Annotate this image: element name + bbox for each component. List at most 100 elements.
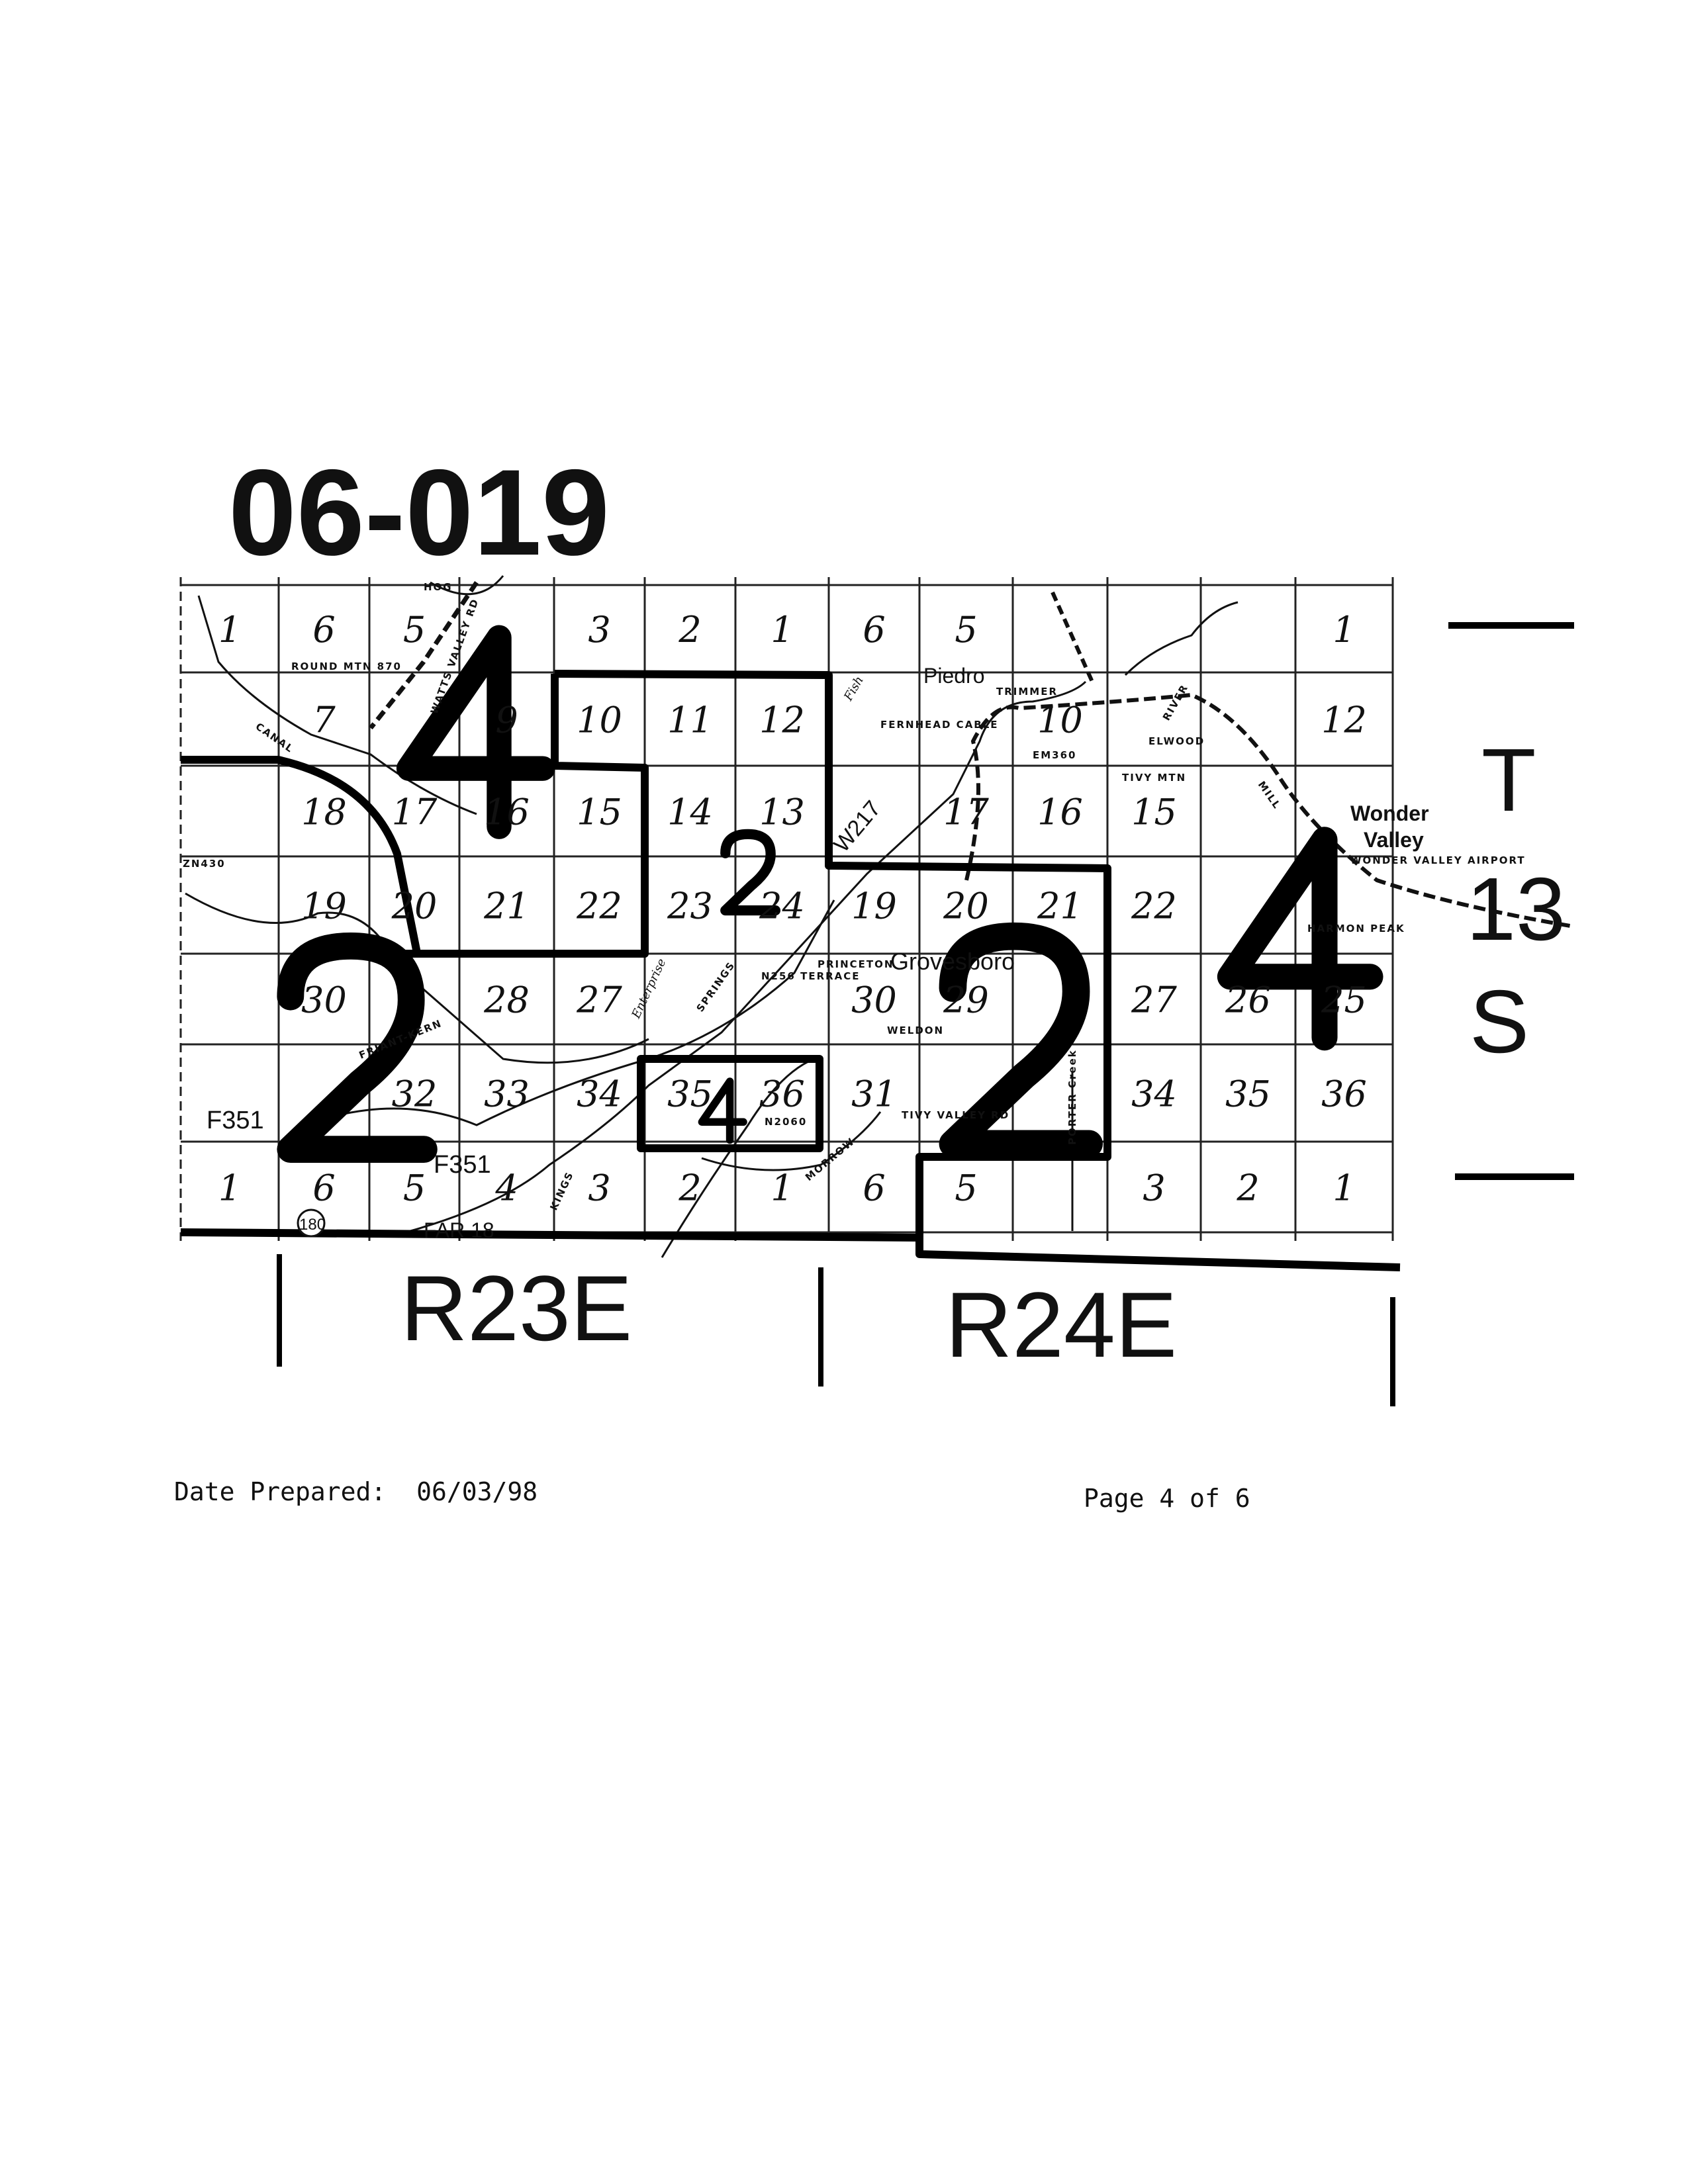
section-number: 1 — [1333, 609, 1355, 651]
section-number: 10 — [1037, 700, 1083, 741]
section-number: 30 — [301, 979, 347, 1021]
label-enterprise: Enterprise — [629, 956, 669, 1021]
section-number: 36 — [759, 1073, 805, 1115]
section-number: 9 — [495, 700, 518, 741]
section-number: 11 — [667, 700, 713, 741]
township-letter: T — [1481, 730, 1536, 830]
label-porter-creek: PORTER Creek — [1066, 1049, 1078, 1145]
label-mill: MILL — [1256, 779, 1284, 811]
label-tivy-mtn: TIVY MTN — [1122, 772, 1186, 784]
section-number: 21 — [1037, 886, 1083, 927]
label-piedro: Piedro — [923, 664, 985, 688]
section-number: 23 — [667, 886, 713, 927]
label-princeton: PRINCETON — [818, 958, 894, 970]
section-number: 25 — [1321, 979, 1367, 1021]
section-number: 1 — [771, 609, 793, 651]
section-number: 12 — [1321, 700, 1367, 741]
label-round-mtn: ROUND MTN 870 — [291, 660, 402, 672]
label-elwood: ELWOOD — [1148, 735, 1205, 747]
section-number: 17 — [943, 792, 989, 833]
section-number: 22 — [576, 886, 622, 927]
label-tivy-valley-rd: TIVY VALLEY RD — [902, 1109, 1009, 1121]
range-markers: R23E R24E — [277, 1254, 1395, 1406]
section-number: 5 — [955, 609, 977, 651]
section-number: 5 — [403, 609, 426, 651]
label-wonder: Wonder — [1350, 801, 1429, 825]
section-number: 29 — [943, 979, 989, 1021]
label-route-180: 180 — [299, 1216, 326, 1234]
section-number: 4 — [494, 1167, 518, 1209]
date-prepared-value: 06/03/98 — [416, 1477, 538, 1506]
section-number: 1 — [771, 1167, 793, 1209]
label-far-18: FAR 18 — [424, 1218, 494, 1242]
document-id: 06-019 — [228, 445, 610, 581]
section-number: 1 — [1333, 1167, 1355, 1209]
section-number: 36 — [1321, 1073, 1367, 1115]
section-number: 12 — [759, 700, 805, 741]
section-number: 34 — [1131, 1073, 1177, 1115]
section-number: 21 — [483, 886, 530, 927]
label-w217: W217 — [829, 796, 886, 857]
tax-area-code-small-4 — [698, 1077, 747, 1144]
label-airport: WONDER VALLEY AIRPORT — [1350, 854, 1526, 866]
section-number: 13 — [759, 792, 805, 833]
label-grovesboro: Grovesboro — [890, 948, 1015, 975]
label-weldon: WELDON — [887, 1024, 944, 1036]
label-n2060: N2060 — [765, 1116, 807, 1128]
label-springs: SPRINGS — [694, 959, 738, 1014]
label-em360: EM360 — [1033, 749, 1076, 761]
section-number: 19 — [851, 886, 897, 927]
tax-area-code-large-4 — [396, 625, 555, 839]
date-prepared-label: Date Prepared: — [174, 1477, 387, 1506]
label-kings: KINGS — [547, 1169, 576, 1212]
label-hog: HOG — [424, 581, 453, 593]
section-number: 1 — [218, 1167, 241, 1209]
section-number: 33 — [484, 1073, 530, 1115]
section-number: 6 — [863, 1167, 885, 1209]
section-number: 6 — [312, 1167, 335, 1209]
tax-area-codes — [277, 625, 1383, 1163]
section-number: 3 — [588, 1167, 610, 1209]
section-number: 2 — [1236, 1167, 1259, 1209]
section-number: 1 — [218, 609, 241, 651]
section-number: 18 — [301, 792, 347, 833]
page-indicator: Page 4 of 6 — [1084, 1484, 1250, 1513]
label-f351-center: F351 — [434, 1151, 491, 1179]
label-zn430: ZN430 — [183, 858, 226, 870]
tax-area-code-large-2-right — [939, 922, 1103, 1158]
section-number: 35 — [667, 1073, 713, 1115]
label-harmon-peak: HARMON PEAK — [1307, 923, 1405, 934]
label-river: RIVER — [1160, 682, 1191, 723]
route-180-shield — [297, 1208, 326, 1238]
section-number: 31 — [851, 1073, 897, 1115]
section-number: 7 — [312, 700, 336, 741]
section-number: 20 — [391, 886, 438, 927]
label-canal: CANAL — [254, 721, 297, 756]
section-number: 22 — [1131, 886, 1177, 927]
tax-area-code-large-2-left — [277, 932, 438, 1163]
section-number: 14 — [667, 792, 713, 833]
section-number: 5 — [403, 1167, 426, 1209]
label-valley: Valley — [1364, 828, 1424, 852]
section-number: 6 — [863, 609, 885, 651]
label-fish: Fish — [841, 674, 866, 704]
section-number: 3 — [588, 609, 610, 651]
section-number: 5 — [955, 1167, 977, 1209]
section-number: 27 — [576, 979, 622, 1021]
section-number: 16 — [1037, 792, 1083, 833]
section-number: 15 — [1131, 792, 1177, 833]
section-number: 2 — [678, 1167, 701, 1209]
section-number: 2 — [678, 609, 701, 651]
section-number: 26 — [1225, 979, 1271, 1021]
township-marker: T 13 S — [1448, 622, 1574, 1180]
section-number: 27 — [1131, 979, 1177, 1021]
section-number: 28 — [483, 979, 530, 1021]
label-ferncable: FERNHEAD CABLE — [880, 719, 999, 731]
section-number: 3 — [1143, 1167, 1165, 1209]
township-direction: S — [1470, 972, 1529, 1071]
section-number: 24 — [759, 886, 805, 927]
section-number: 17 — [392, 792, 438, 833]
